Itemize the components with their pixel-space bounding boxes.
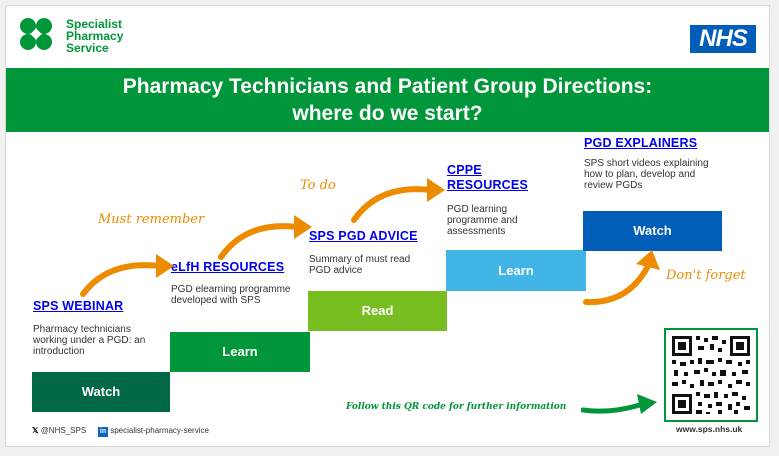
linkedin-icon: in bbox=[98, 427, 108, 437]
read-advice-button[interactable]: Read bbox=[308, 291, 447, 331]
sps-logo-text: Specialist Pharmacy Service bbox=[66, 17, 124, 55]
arrow-from-explainers-icon bbox=[583, 250, 660, 306]
watch-webinar-button[interactable]: Watch bbox=[32, 372, 170, 412]
qr-code[interactable] bbox=[664, 328, 758, 422]
dont-forget-note: Don't forget bbox=[666, 268, 746, 283]
sps-pgd-advice-description: Summary of must read PGD advice bbox=[309, 254, 411, 276]
qr-code-icon bbox=[672, 336, 750, 414]
watch-explainers-button[interactable]: Watch bbox=[583, 211, 722, 251]
learn-elfh-button[interactable]: Learn bbox=[170, 332, 310, 372]
linkedin-link[interactable]: in specialist-pharmacy-service bbox=[98, 426, 209, 437]
arrow-to-elfh-icon bbox=[80, 254, 174, 297]
twitter-handle[interactable]: 𝕏 @NHS_SPS bbox=[32, 426, 86, 435]
elfh-resources-link[interactable]: eLfH RESOURCES bbox=[171, 260, 285, 274]
pgd-explainers-link[interactable]: PGD EXPLAINERS bbox=[584, 136, 698, 150]
x-icon: 𝕏 bbox=[32, 426, 39, 435]
learn-cppe-button[interactable]: Learn bbox=[446, 250, 586, 291]
cppe-resources-link[interactable]: CPPE RESOURCES bbox=[447, 163, 528, 192]
follow-qr-note: Follow this QR code for further informat… bbox=[346, 402, 567, 412]
elfh-resources-description: PGD elearning programme developed with S… bbox=[171, 284, 291, 306]
title-line-1: Pharmacy Technicians and Patient Group D… bbox=[122, 75, 653, 98]
arrow-to-qr-icon bbox=[581, 394, 657, 414]
to-do-note: To do bbox=[300, 178, 336, 193]
arrow-to-advice-icon bbox=[218, 215, 312, 260]
title-line-2: where do we start? bbox=[292, 102, 483, 125]
sps-pgd-advice-link[interactable]: SPS PGD ADVICE bbox=[309, 229, 418, 243]
sps-logo-icon bbox=[20, 18, 52, 50]
sps-webinar-description: Pharmacy technicians working under a PGD… bbox=[33, 324, 146, 357]
cppe-resources-description: PGD learning programme and assessments bbox=[447, 204, 518, 237]
slide: Specialist Pharmacy Service NHS Pharmacy… bbox=[5, 5, 770, 447]
linkedin-text: specialist-pharmacy-service bbox=[110, 426, 209, 435]
twitter-handle-text: @NHS_SPS bbox=[40, 426, 87, 435]
sps-logo: Specialist Pharmacy Service bbox=[16, 16, 123, 57]
arrow-to-cppe-icon bbox=[351, 178, 445, 223]
sps-url[interactable]: www.sps.nhs.uk bbox=[676, 424, 743, 434]
pgd-explainers-description: SPS short videos explaining how to plan,… bbox=[584, 158, 709, 191]
must-remember-note: Must remember bbox=[98, 212, 205, 227]
page-title: Pharmacy Technicians and Patient Group D… bbox=[6, 68, 769, 132]
sps-webinar-link[interactable]: SPS WEBINAR bbox=[33, 299, 124, 313]
nhs-logo: NHS bbox=[690, 25, 756, 53]
